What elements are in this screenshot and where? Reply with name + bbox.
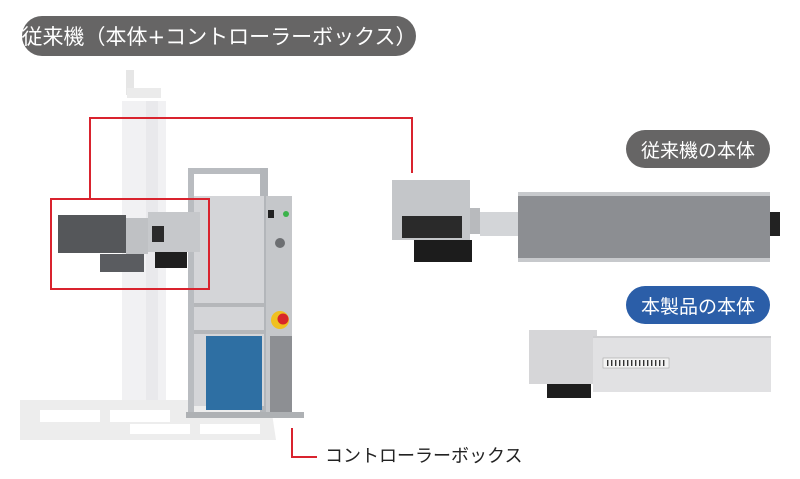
conventional-machine-label-text: 従来機（本体+コントローラーボックス） [21, 25, 417, 49]
controller-callout-vertical [291, 428, 293, 458]
our-body-image [525, 328, 775, 400]
our-body-label: 本製品の本体 [626, 286, 770, 324]
conventional-body-label-text: 従来機の本体 [640, 139, 755, 162]
laser-head-highlight-box [50, 198, 210, 290]
callout-line-top [89, 117, 412, 119]
our-body-label-text: 本製品の本体 [640, 295, 755, 318]
controller-callout-horizontal [291, 456, 317, 458]
controller-box-label: コントローラーボックス [325, 446, 523, 467]
callout-line-left-vertical [89, 117, 91, 198]
conventional-body-image [390, 178, 790, 268]
callout-line-right-vertical [411, 117, 413, 173]
conventional-body-label: 従来機の本体 [626, 130, 770, 168]
conventional-machine-image [0, 60, 420, 440]
conventional-machine-label: 従来機（本体+コントローラーボックス） [22, 16, 416, 56]
